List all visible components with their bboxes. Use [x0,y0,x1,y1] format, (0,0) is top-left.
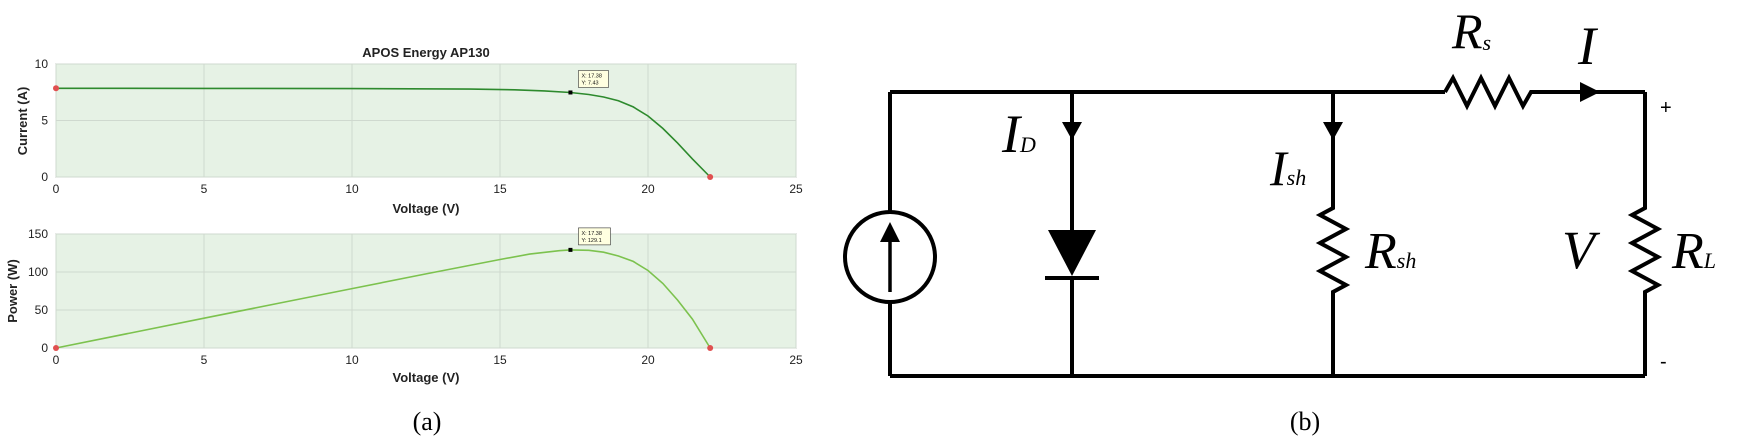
iv-x-axis-label: Voltage (V) [393,201,460,216]
pv-y-axis-label: Power (W) [5,259,20,323]
caption-b: (b) [1290,407,1320,436]
terminal-plus: + [1660,97,1672,119]
label-ish: Ish [1269,140,1306,196]
iv-y-ticks: 0 5 10 [35,57,49,184]
label-rl: RL [1671,223,1716,280]
iv-datatip-x: X: 17.38 [581,73,602,79]
arrow-up-icon [880,222,900,242]
x-tick-label: 5 [201,353,208,367]
y-tick-label: 0 [41,170,48,184]
x-tick-label: 15 [493,353,507,367]
iv-datatip-box [578,70,609,88]
pv-datatip-y: Y: 129.1 [581,238,601,244]
pv-grid [55,233,797,349]
iv-datatip-y: Y: 7.43 [581,80,598,86]
current-source [843,210,937,304]
x-tick-label: 15 [493,182,507,196]
endpoint-marker [707,174,714,180]
shunt-current-arrow-icon [1323,122,1343,140]
y-tick-label: 0 [41,341,48,355]
pv-x-ticks: 0 5 10 15 20 25 [53,353,803,367]
pv-endpoint-markers [53,345,714,351]
pv-x-axis-label: Voltage (V) [393,370,460,385]
pv-datatip-box [578,227,611,246]
endpoint-marker [53,345,59,351]
x-tick-label: 5 [201,182,208,196]
x-tick-label: 0 [53,353,60,367]
pv-datatip: X: 17.38 Y: 129.1 [568,227,611,252]
iv-datatip-point [568,90,573,95]
pv-curve-chart: 0 5 10 15 20 25 0 50 100 150 X: 17.38 Y: 129.1 V… [5,227,803,385]
y-tick-label: 100 [28,265,48,279]
current-series-line [55,87,711,178]
iv-datatip: X: 17.38 Y: 7.43 [568,70,609,95]
pv-plot-area [55,233,797,349]
y-tick-label: 5 [41,114,48,128]
terminal-minus: - [1660,351,1667,373]
pv-datatip-x: X: 17.38 [581,231,602,237]
y-tick-label: 50 [35,303,49,317]
iv-y-axis-label: Current (A) [15,87,30,156]
pv-datatip-point [568,247,573,252]
pv-equivalent-circuit [843,73,1663,378]
x-tick-label: 10 [345,182,359,196]
diode-current-arrow-icon [1062,122,1082,140]
iv-grid [55,63,797,178]
caption-a: (a) [413,407,442,436]
iv-curve-chart: 0 5 10 15 20 25 0 5 10 X: 17.38 Y: 7.43 APOS En… [15,45,803,216]
label-rsh: Rsh [1364,223,1416,280]
load-resistor-rl [1627,92,1663,376]
label-id: ID [1001,104,1036,164]
y-tick-label: 10 [35,57,49,71]
label-i: I [1577,16,1599,76]
endpoint-marker [707,345,714,351]
diode-triangle [1048,230,1096,276]
x-tick-label: 20 [641,353,655,367]
output-current-arrow-icon [1580,82,1600,102]
label-rs: Rs [1451,3,1491,59]
pv-y-ticks: 0 50 100 150 [28,227,48,355]
circuit-filled-shapes [880,82,1600,276]
endpoint-marker [53,85,59,92]
x-tick-label: 20 [641,182,655,196]
y-tick-label: 150 [28,227,48,241]
x-tick-label: 25 [789,182,803,196]
iv-endpoint-markers [53,85,714,180]
x-tick-label: 25 [789,353,803,367]
series-resistor-rs [1443,73,1538,111]
x-tick-label: 0 [53,182,60,196]
shunt-resistor-rsh [1315,92,1351,376]
iv-chart-title: APOS Energy AP130 [362,45,489,60]
x-tick-label: 10 [345,353,359,367]
iv-x-ticks: 0 5 10 15 20 25 [53,182,803,196]
label-v: V [1562,220,1601,280]
